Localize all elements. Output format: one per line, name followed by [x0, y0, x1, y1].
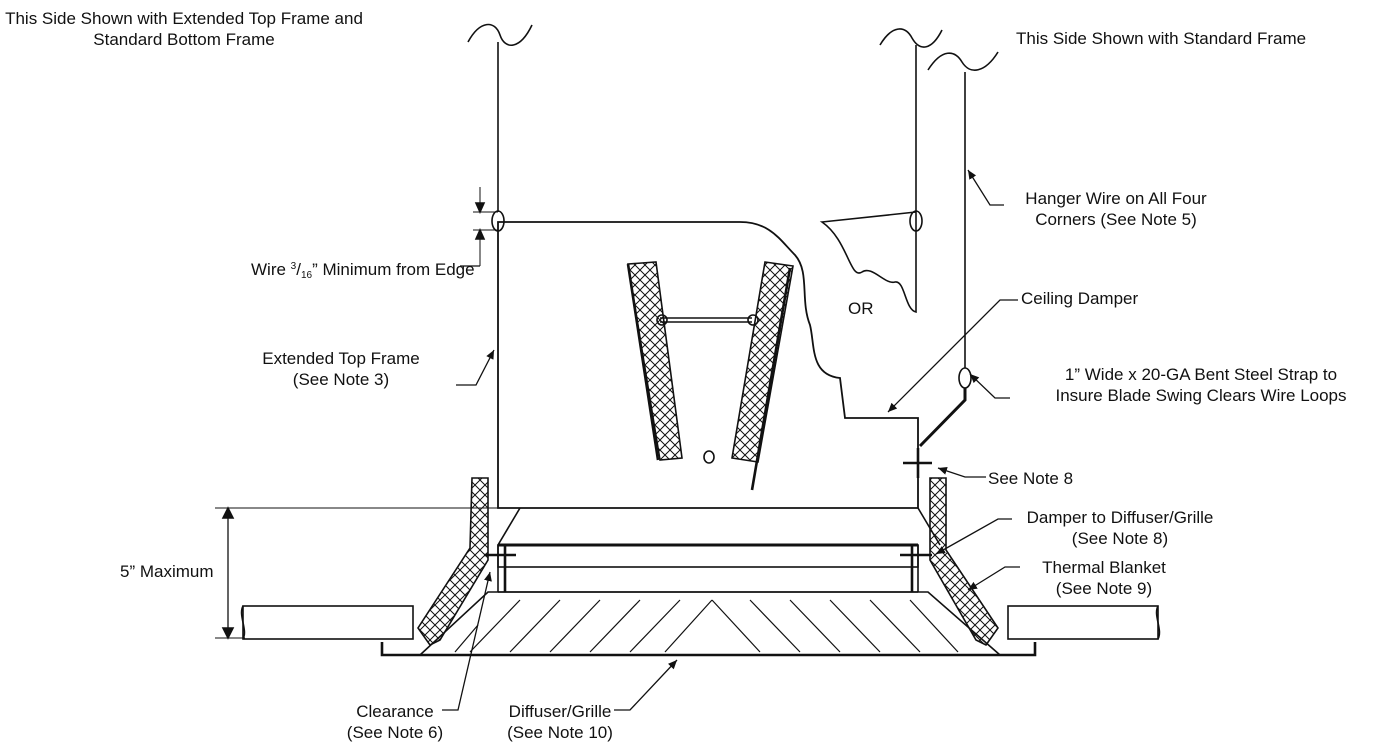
ceiling-break-left: [240, 605, 246, 640]
label-right-side-note: This Side Shown with Standard Frame: [1016, 29, 1307, 48]
standard-frame-fragment: [819, 211, 917, 313]
label-extended-top-frame: Extended Top Frame (See Note 3): [262, 349, 420, 389]
ceiling-tile-left: [242, 605, 414, 640]
wire-loop-right: [958, 367, 972, 389]
label-damper-to-diffuser: Damper to Diffuser/Grille (See Note 8): [1026, 508, 1214, 548]
thermal-blanket-left: [417, 477, 489, 647]
diffuser-hatching: [454, 599, 959, 653]
label-wire-minimum: Wire 3/16” Minimum from Edge: [251, 260, 475, 281]
blade-left-edge: [626, 263, 660, 461]
label-or: OR: [848, 299, 874, 318]
leader-ceiling-damper: [887, 299, 1018, 413]
label-see-note-8: See Note 8: [988, 469, 1074, 488]
label-hanger-wire: Hanger Wire on All Four Corners (See Not…: [1025, 189, 1207, 229]
label-thermal-blanket: Thermal Blanket (See Note 9): [1042, 558, 1166, 598]
ceiling-tile-right: [1007, 605, 1159, 640]
label-diffuser-grille: Diffuser/Grille (See Note 10): [507, 702, 613, 742]
leader-damper-grille: [935, 518, 1012, 555]
hanger-wire-mid-break: [879, 28, 943, 48]
hanger-wire-left-break: [467, 23, 533, 46]
hanger-wire-right-break: [927, 51, 999, 71]
leader-strap: [969, 373, 1010, 399]
ceiling-break-right: [1155, 605, 1161, 640]
leader-diffuser: [614, 659, 678, 711]
label-5-maximum: 5” Maximum: [120, 562, 214, 581]
label-left-side-note: This Side Shown with Extended Top Frame …: [5, 9, 363, 49]
transition-collar: [497, 507, 941, 546]
damper-frame-outline: [497, 221, 919, 509]
label-clearance: Clearance (See Note 6): [346, 702, 444, 742]
blade-pivot-left: [656, 314, 668, 326]
leader-hanger-wire: [967, 169, 1004, 206]
blade-right-edge: [750, 267, 792, 491]
leader-see-note-8: [937, 467, 986, 478]
blade-axle: [703, 450, 715, 464]
leader-thermal: [967, 566, 1020, 591]
thermal-blanket-right: [929, 477, 999, 647]
leader-clearance: [442, 571, 492, 711]
blade-pivot-right: [747, 314, 759, 326]
label-ceiling-damper: Ceiling Damper: [1021, 289, 1139, 308]
steel-strap: [918, 388, 967, 448]
blade-left: [627, 261, 683, 461]
grille-rim: [380, 642, 1037, 657]
leader-extended-frame: [456, 349, 495, 386]
label-bent-steel-strap: 1” Wide x 20-GA Bent Steel Strap to Insu…: [1055, 365, 1347, 405]
grille-neck: [497, 544, 919, 568]
